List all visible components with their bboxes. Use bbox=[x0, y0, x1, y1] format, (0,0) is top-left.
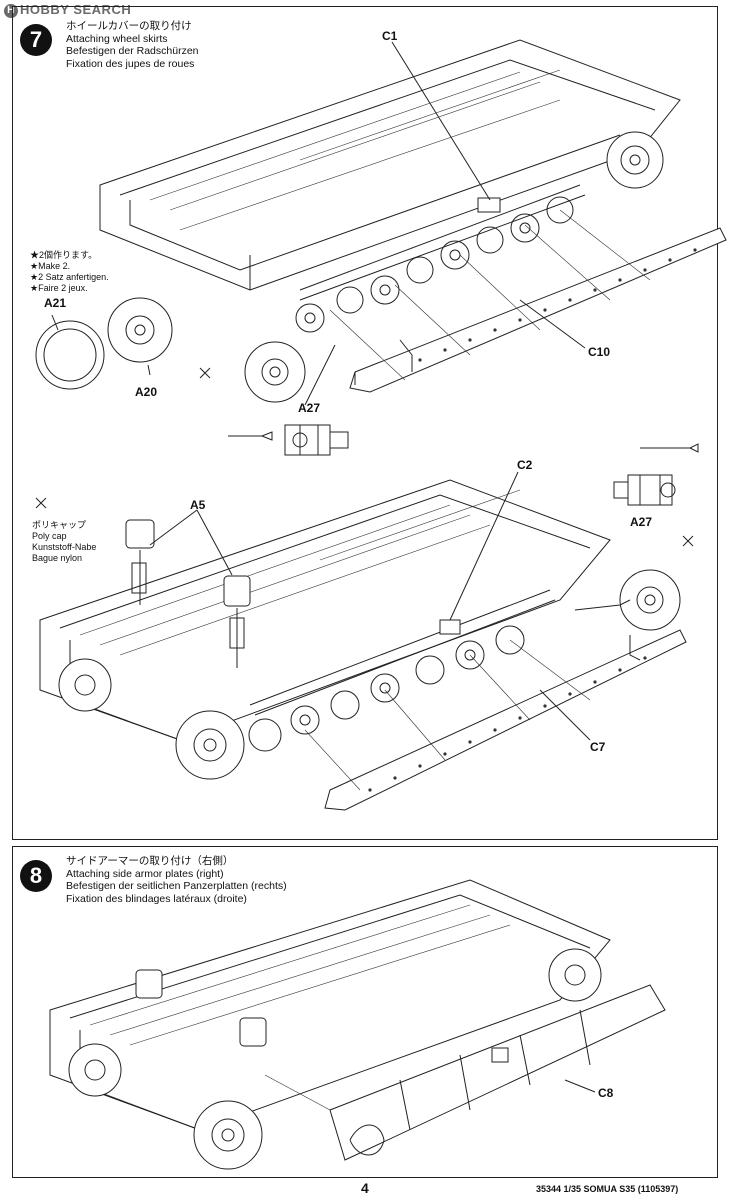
poly-cap-en: Poly cap bbox=[32, 531, 67, 541]
make-two-note-de: ★2 Satz anfertigen. bbox=[30, 272, 109, 282]
poly-cap-note: ポリキャップ Poly cap Kunststoff-Nabe Bague ny… bbox=[32, 520, 96, 564]
step-8-panel bbox=[12, 846, 718, 1178]
step7-upper-hull-drawing bbox=[35, 39, 727, 456]
step-8-title-fr: Fixation des blindages latéraux (droite) bbox=[66, 892, 247, 905]
poly-cap-jp: ポリキャップ bbox=[32, 520, 87, 530]
step-7-title-jp: ホイールカバーの取り付け bbox=[66, 20, 192, 32]
part-label-c8: C8 bbox=[598, 1086, 614, 1100]
part-label-a20: A20 bbox=[135, 385, 158, 399]
part-label-c7: C7 bbox=[590, 740, 606, 754]
page-number: 4 bbox=[361, 1180, 369, 1196]
product-code-end: 7) bbox=[670, 1184, 679, 1194]
part-label-c1: C1 bbox=[382, 29, 398, 43]
step-7-title-fr: Fixation des jupes de roues bbox=[66, 57, 195, 70]
part-label-c10: C10 bbox=[588, 345, 611, 359]
part-label-a27: A27 bbox=[298, 401, 321, 415]
step8-hull-drawing bbox=[49, 879, 666, 1170]
step-7-title-en: Attaching wheel skirts bbox=[66, 32, 168, 45]
product-code-text: 35344 1/35 SOMUA S35 (110539 bbox=[536, 1184, 671, 1194]
part-label-a21: A21 bbox=[44, 296, 67, 310]
step-7-panel bbox=[12, 6, 718, 840]
make-two-note-jp: ★2個作ります。 bbox=[30, 250, 98, 260]
poly-cap-de: Kunststoff-Nabe bbox=[32, 542, 97, 552]
hobby-search-logo-icon: H bbox=[4, 3, 18, 18]
step-8-number-badge: 8 bbox=[20, 860, 52, 892]
step-8-title: サイドアーマーの取り付け（右側） Attaching side armor pl… bbox=[66, 855, 287, 905]
step-7-number-badge: 7 bbox=[20, 24, 52, 56]
step-7-title: ホイールカバーの取り付け Attaching wheel skirts Befe… bbox=[66, 20, 199, 70]
part-label-a5: A5 bbox=[190, 498, 206, 512]
step-8-title-de: Befestigen der seitlichen Panzerplatten … bbox=[66, 880, 287, 892]
part-label-c2: C2 bbox=[517, 458, 533, 472]
make-two-note: ★2個作ります。 ★Make 2. ★2 Satz anfertigen. ★F… bbox=[30, 250, 109, 294]
watermark-text: HOBBY SEARCH bbox=[20, 2, 132, 17]
step-8-title-jp: サイドアーマーの取り付け（右側） bbox=[66, 855, 234, 867]
step-7-title-de: Befestigen der Radschürzen bbox=[66, 45, 199, 57]
make-two-note-fr: ★Faire 2 jeux. bbox=[30, 283, 88, 293]
poly-cap-fr: Bague nylon bbox=[32, 553, 83, 563]
product-code: 35344 1/35 SOMUA S35 (1105397) bbox=[536, 1184, 678, 1194]
make-two-note-en: ★Make 2. bbox=[30, 261, 71, 271]
step-8-title-en: Attaching side armor plates (right) bbox=[66, 867, 224, 880]
part-label-a27-right: A27 bbox=[630, 515, 653, 529]
step7-lower-hull-drawing bbox=[35, 443, 699, 811]
